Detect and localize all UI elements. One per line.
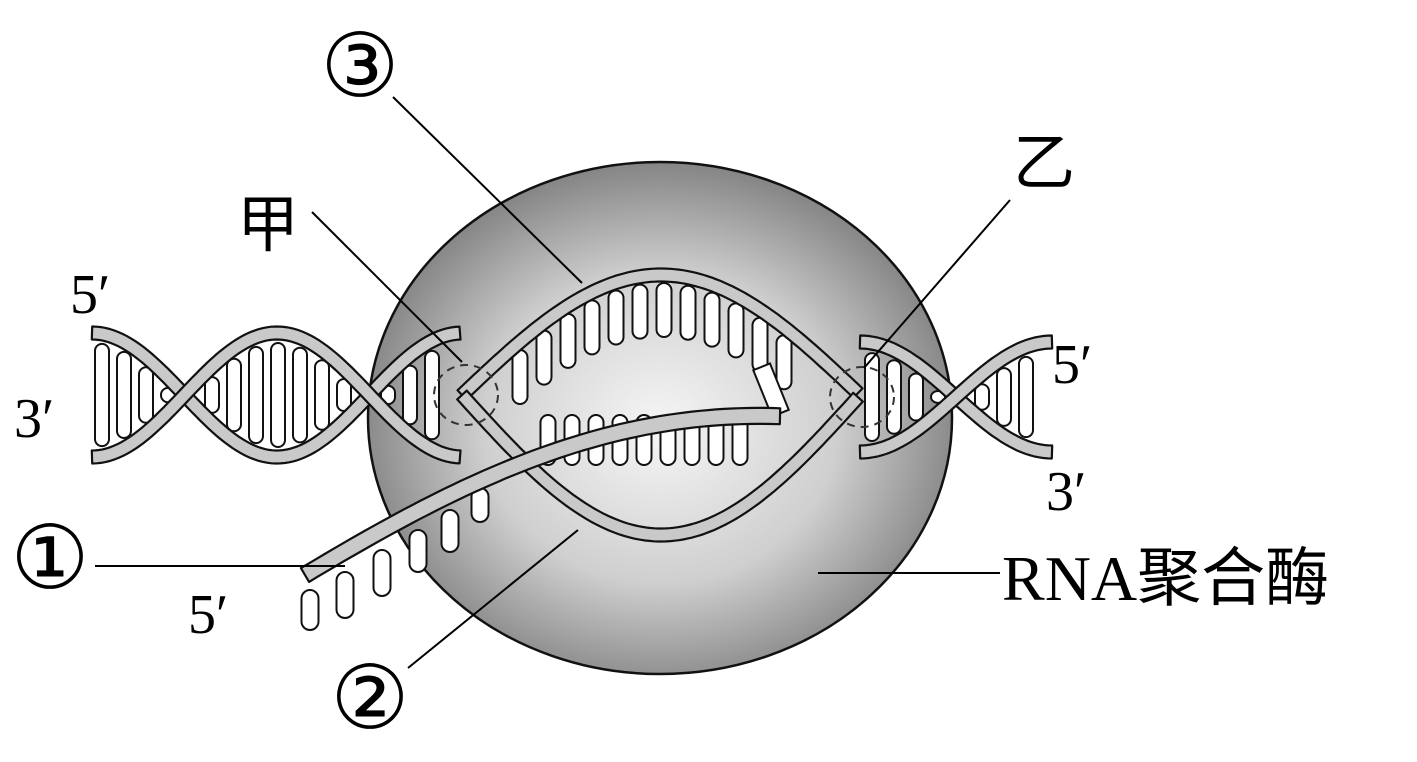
base-pair-left xyxy=(138,366,154,424)
region-jia-marker xyxy=(433,364,499,426)
template-base xyxy=(631,283,649,340)
label-circle-one: ① xyxy=(11,506,90,609)
base-pair-left xyxy=(292,346,308,444)
strands xyxy=(90,267,1054,583)
base-pair-right xyxy=(908,372,924,422)
base-pair-left xyxy=(226,357,242,433)
dna-strand-left-b xyxy=(90,325,462,465)
rna-strand xyxy=(299,406,782,583)
label-circle-three: ③ xyxy=(321,14,400,117)
template-base xyxy=(655,282,673,338)
base-pair-left xyxy=(314,359,330,431)
label-circle-two: ② xyxy=(331,646,410,749)
base-pair-left xyxy=(270,342,286,448)
template-base xyxy=(559,312,577,369)
label-yi: 乙 xyxy=(1013,130,1075,198)
template-base xyxy=(727,302,745,359)
template-base xyxy=(583,299,601,356)
rna-tail-base xyxy=(300,589,320,631)
label-rna-5prime: 5′ xyxy=(188,584,228,646)
base-pair-right xyxy=(974,383,990,411)
region-yi-marker xyxy=(829,366,895,428)
label-left-5prime: 5′ xyxy=(70,264,110,326)
base-pair-right xyxy=(864,352,880,443)
base-pair-left xyxy=(94,342,110,448)
base-pair-left xyxy=(116,350,132,439)
leader-circle-three xyxy=(392,96,583,284)
rna-tail-base xyxy=(335,571,355,619)
leader-yi xyxy=(863,199,1011,369)
label-right-3prime: 3′ xyxy=(1046,461,1086,523)
dna-strand-right-b xyxy=(858,334,1054,460)
base-pair-left xyxy=(248,345,264,445)
label-left-3prime: 3′ xyxy=(14,388,54,450)
base-pair-left xyxy=(402,364,418,426)
template-base xyxy=(775,334,793,391)
template-base xyxy=(511,349,529,405)
dna-strand-left-a xyxy=(90,325,462,465)
template-base xyxy=(751,316,769,373)
dna-template-strand-open xyxy=(456,267,864,401)
rna-tail-base xyxy=(440,509,460,553)
leader-circle-two xyxy=(407,529,579,669)
label-rna-polymerase: RNA聚合酶 xyxy=(1002,543,1329,614)
template-base xyxy=(607,289,625,346)
base-pair-right xyxy=(996,367,1012,427)
rna-tail-base xyxy=(408,529,428,573)
label-jia: 甲 xyxy=(237,192,299,260)
label-right-5prime: 5′ xyxy=(1052,334,1092,396)
template-base xyxy=(703,291,721,348)
base-pair-left xyxy=(424,349,440,441)
template-base xyxy=(679,284,697,341)
leader-jia xyxy=(311,211,463,363)
template-base xyxy=(535,329,553,386)
base-pair-right xyxy=(1018,355,1034,439)
rna-tail-base xyxy=(372,549,392,597)
